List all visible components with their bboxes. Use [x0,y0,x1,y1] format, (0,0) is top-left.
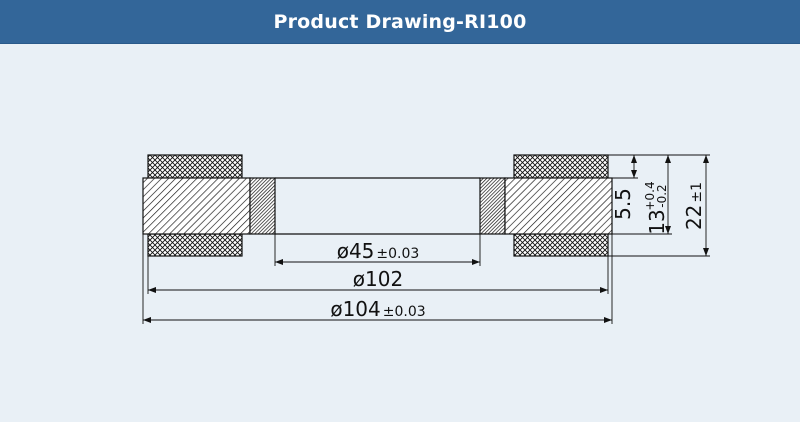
page-title: Product Drawing-RI100 [273,10,527,33]
label-small-height: 5.5 [611,188,635,220]
left-ring-section [142,154,276,257]
left-body-hatch [142,177,251,235]
svg-text:13: 13 [645,209,669,234]
right-top-knurl [513,154,609,179]
right-seal-dense [479,177,506,235]
left-top-knurl [147,154,243,179]
header-bar: Product Drawing-RI100 [0,0,800,44]
extension-lines-bottom [142,234,613,324]
label-mid-height: 13 +0.4 -0.2 [643,181,669,234]
label-inner-diameter: ø45±0.03 [337,239,420,263]
technical-drawing: ø45±0.03 ø102 ø104±0.03 5.5 13 +0.4 -0.2… [142,154,710,324]
drawing-canvas: ø45±0.03 ø102 ø104±0.03 5.5 13 +0.4 -0.2… [0,44,800,422]
right-bottom-knurl [513,233,609,257]
right-body-hatch [504,177,613,235]
svg-text:+0.4: +0.4 [643,181,657,210]
bore-outline [275,177,480,235]
label-mid-diameter: ø102 [353,267,403,291]
svg-text:-0.2: -0.2 [655,184,669,207]
left-seal-dense [249,177,276,235]
label-total-height: 22±1 [682,182,706,230]
right-ring-section [479,154,613,257]
left-bottom-knurl [147,233,243,257]
label-outer-diameter: ø104±0.03 [330,297,425,321]
